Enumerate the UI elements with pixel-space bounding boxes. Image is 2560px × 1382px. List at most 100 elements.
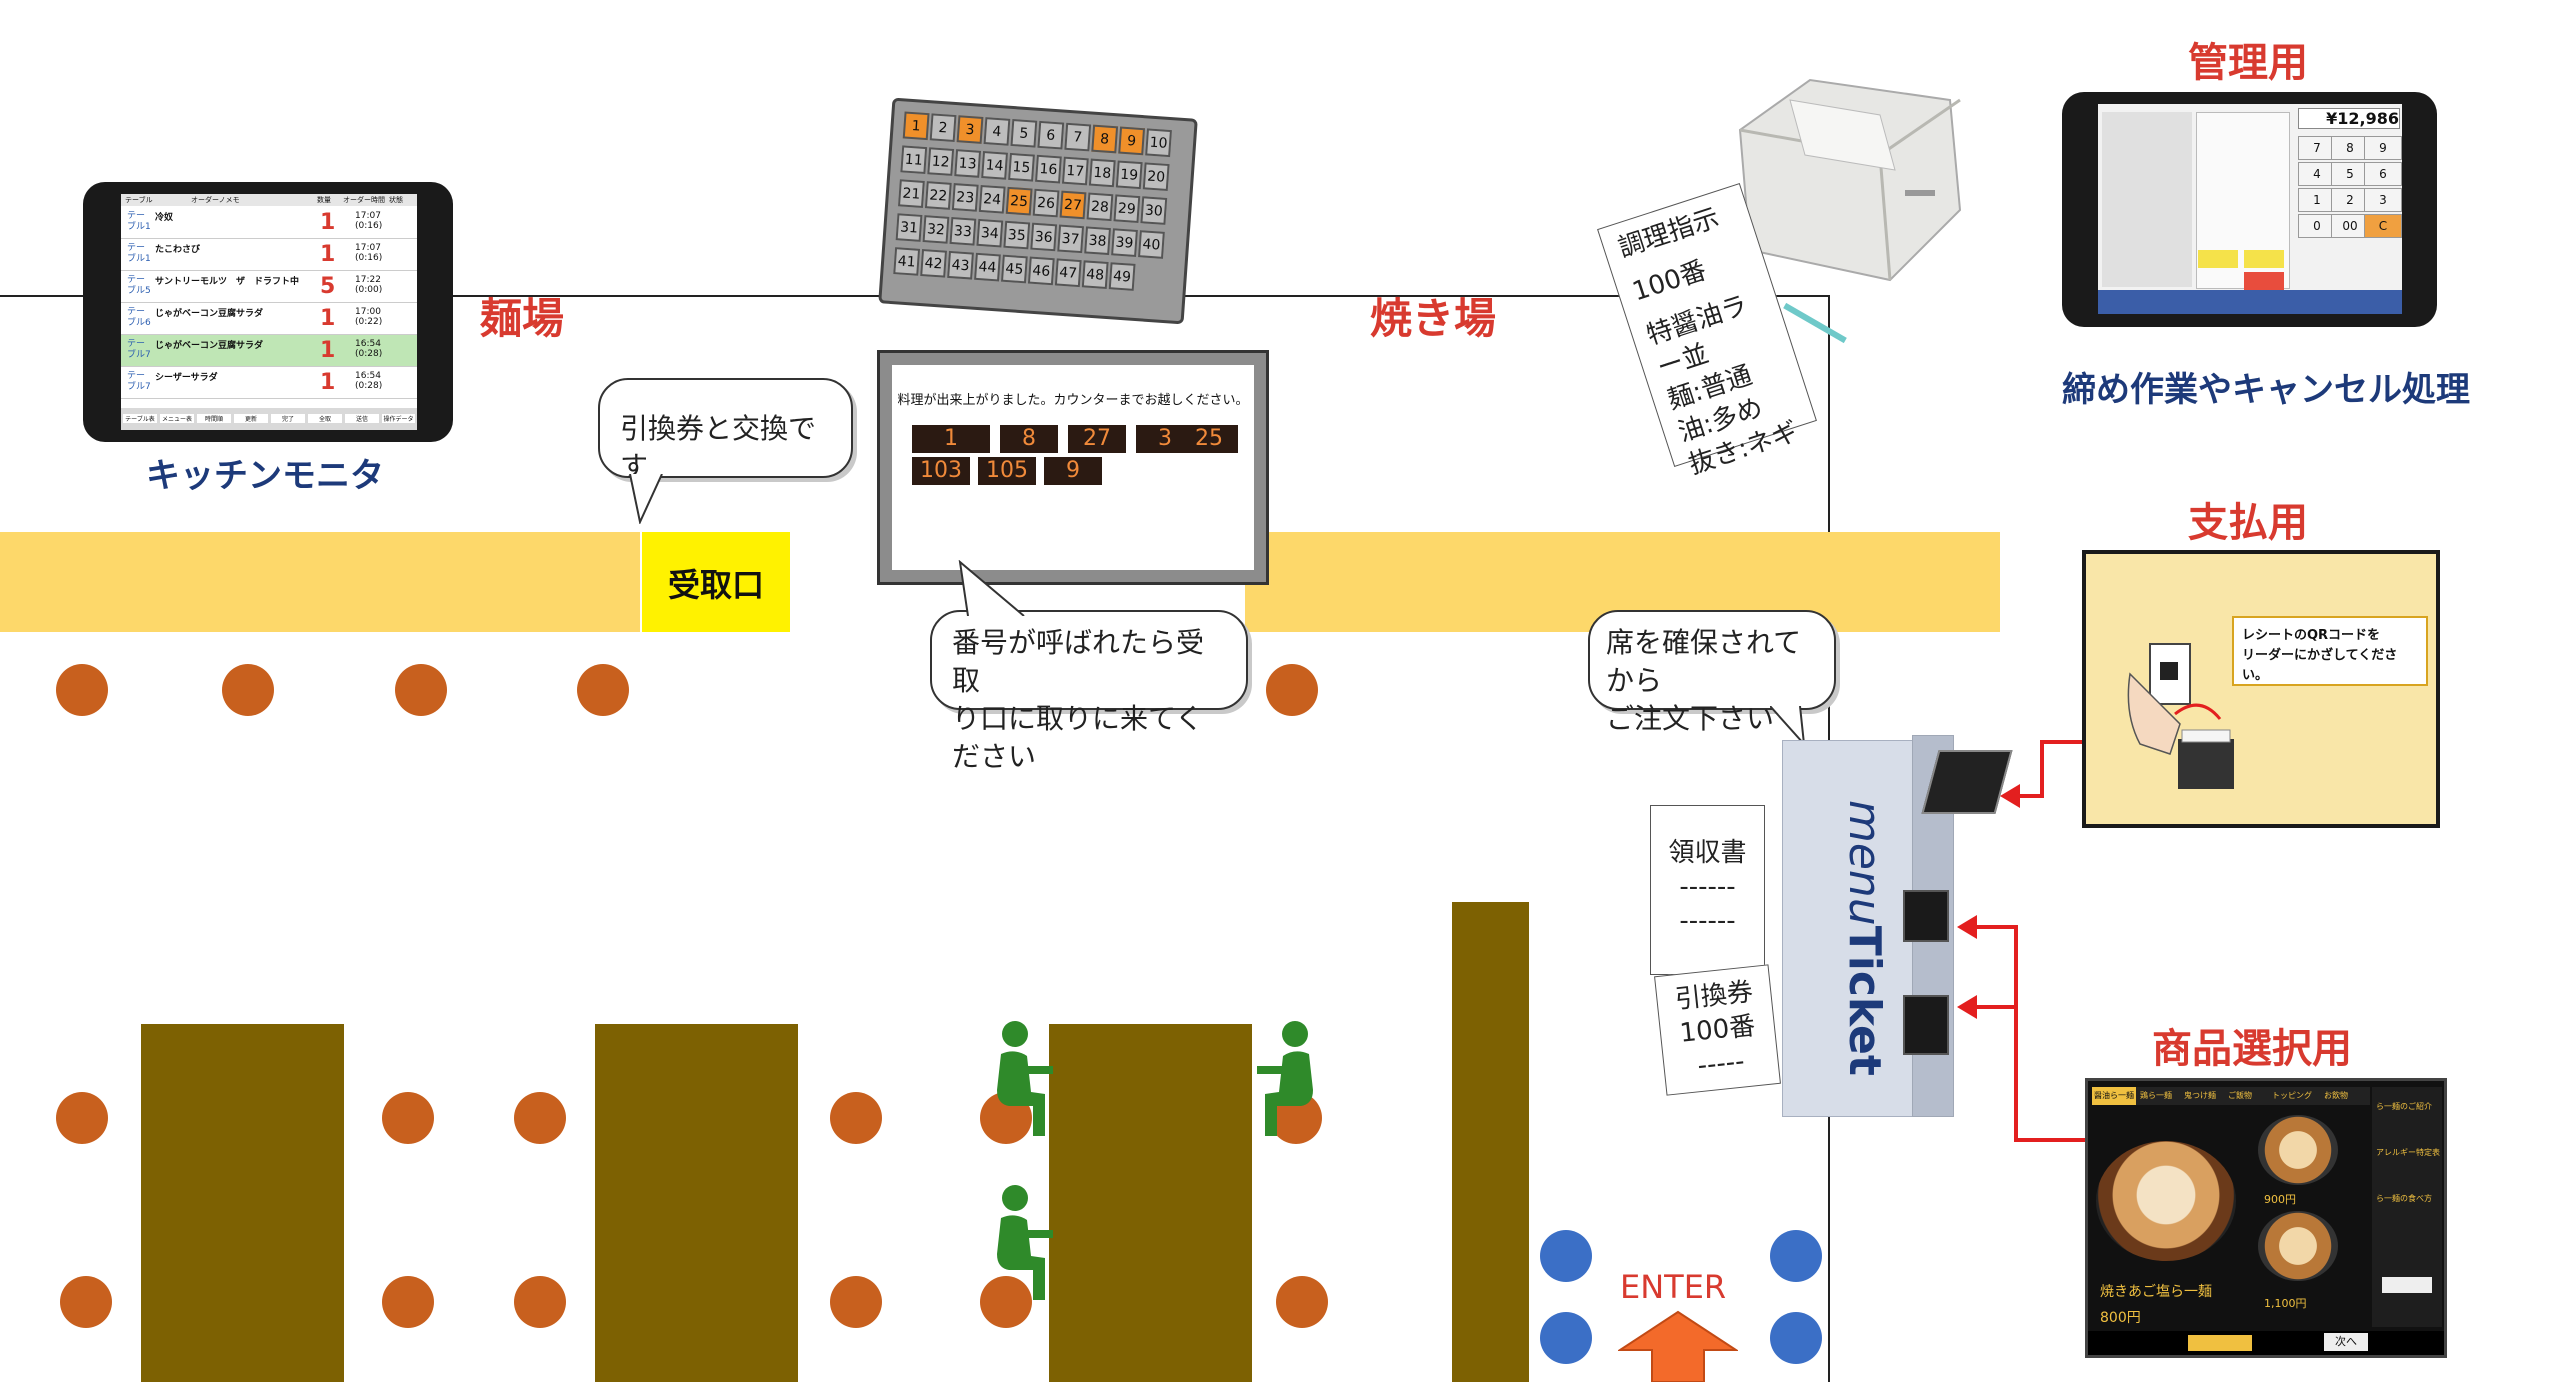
numpad-key[interactable]: 3 (2364, 188, 2402, 212)
stool (830, 1276, 882, 1328)
table-row[interactable]: テーブル7 シーザーサラダ 1 16:54(0:28) (121, 367, 417, 399)
pickup-window (642, 532, 790, 632)
seated-person-icon (997, 1185, 1053, 1300)
number-cell: 29 (1113, 194, 1141, 224)
pickup-window-label: 受取口 (667, 566, 764, 604)
table-row[interactable]: テーブル1 たこわさび 1 17:07(0:16) (121, 239, 417, 271)
selection-arrow-line (1975, 1005, 2018, 1009)
footer-button[interactable]: 全取 (308, 414, 342, 423)
tab-item[interactable]: 醤油ら一麺 (2092, 1087, 2136, 1105)
admin-tablet: ¥12,986 7 8 9 4 5 6 1 2 3 0 00 C (2062, 92, 2437, 327)
admin-total: ¥12,986 (2298, 108, 2400, 129)
admin-left-panel (2102, 112, 2192, 287)
noodle-area-label: 麺場 (480, 294, 565, 343)
number-cell: 16 (1035, 154, 1062, 184)
enter-label: ENTER (1620, 1268, 1727, 1306)
table-row[interactable]: テーブル5 サントリーモルツ ザ ドラフト中 5 17:22(0:00) (121, 271, 417, 303)
waiting-seat (1540, 1312, 1592, 1364)
selection-arrow-line (2014, 1138, 2086, 1142)
pickup-number: 1 (912, 425, 990, 453)
next-button[interactable]: 次へ (2324, 1333, 2368, 1351)
number-cell: 30 (1140, 196, 1168, 225)
stool (514, 1092, 566, 1144)
number-cell: 47 (1054, 258, 1082, 288)
number-cell: 46 (1027, 256, 1055, 286)
side-item[interactable]: ら一麺の食べ方 (2376, 1194, 2432, 1203)
table-row-selected[interactable]: テーブル7 じゃがベーコン豆腐サラダ 1 16:54(0:28) (121, 335, 417, 367)
stool (56, 664, 108, 716)
table-row[interactable]: テーブル1 冷奴 1 17:07(0:16) (121, 207, 417, 239)
number-cell: 17 (1061, 156, 1089, 186)
numpad-key[interactable]: 9 (2364, 136, 2402, 160)
enter-arrow-icon (1618, 1310, 1738, 1382)
stool (980, 1276, 1032, 1328)
admin-button[interactable] (2244, 250, 2284, 268)
tab-item[interactable]: トッピング (2272, 1091, 2312, 1100)
exchange-bubble-tail (629, 474, 663, 524)
side-item[interactable]: ら一麺のご紹介 (2376, 1102, 2432, 1111)
number-cell: 18 (1088, 158, 1116, 188)
number-cell: 35 (1003, 220, 1031, 250)
number-cell: 11 (900, 145, 928, 175)
side-item[interactable]: アレルギー特定表 (2376, 1148, 2440, 1157)
ramen-image[interactable] (2096, 1141, 2236, 1261)
number-cell: 49 (1108, 262, 1136, 291)
kiosk-screen-lower[interactable] (1903, 995, 1949, 1055)
footer-button[interactable]: 更新 (234, 414, 268, 423)
main-item-name: 焼きあご塩ら一麺 (2100, 1284, 2212, 1300)
numpad-key[interactable]: 00 (2331, 214, 2369, 238)
kiosk-brand: menuTicket (1839, 800, 1890, 1076)
number-cell: 41 (893, 247, 921, 276)
numpad-key[interactable]: 8 (2331, 136, 2369, 160)
kiosk-screen-upper[interactable] (1903, 890, 1949, 942)
side-button[interactable] (2382, 1277, 2432, 1293)
admin-button[interactable] (2244, 272, 2284, 290)
footer-button[interactable]: 操作データ (382, 414, 415, 423)
stool (222, 664, 274, 716)
numpad-key[interactable]: 5 (2331, 162, 2369, 186)
stool (1276, 1276, 1328, 1328)
number-cell: 28 (1086, 192, 1114, 222)
number-cell: 33 (949, 216, 977, 246)
footer-button[interactable]: メニュー表 (160, 414, 194, 423)
arrow-head-icon (1957, 915, 1977, 939)
numpad-key[interactable]: 0 (2298, 214, 2336, 238)
tab-item[interactable]: 鬼つけ麺 (2184, 1091, 2216, 1100)
called-bubble-tail (958, 560, 1025, 616)
number-cell: 19 (1115, 160, 1143, 190)
admin-button[interactable] (2198, 250, 2238, 268)
kiosk-reader[interactable] (1921, 750, 2013, 814)
selection-bottom-bar: 次へ (2088, 1331, 2444, 1355)
footer-button[interactable]: 完了 (271, 414, 305, 423)
number-cell: 23 (951, 183, 979, 212)
ramen-image-small[interactable] (2258, 1115, 2338, 1185)
pickup-number: 27 (1068, 425, 1126, 453)
number-cell: 12 (927, 147, 955, 176)
stool (60, 1276, 112, 1328)
footer-button[interactable]: 送信 (345, 414, 379, 423)
number-cell: 21 (897, 179, 925, 208)
seat-bubble: 席を確保されてから ご注文下さい (1588, 610, 1836, 735)
selection-arrow-line (1975, 925, 2018, 929)
number-cell: 15 (1008, 152, 1035, 182)
number-cell: 6 (1037, 120, 1065, 150)
admin-screen: ¥12,986 7 8 9 4 5 6 1 2 3 0 00 C (2098, 104, 2402, 314)
confirm-button[interactable] (2188, 1335, 2252, 1351)
number-cell: 45 (1000, 254, 1028, 284)
footer-button[interactable]: テーブル表 (123, 414, 157, 423)
receipt-slip: 領収書 ------ ------ (1650, 805, 1765, 975)
pickup-display: 料理が出来上がりました。カウンターまでお越しください。 1 8 27 3 25 … (877, 350, 1269, 585)
tab-item[interactable]: お飲物 (2324, 1091, 2348, 1100)
number-cell: 32 (922, 215, 950, 244)
dining-table (1049, 1024, 1252, 1382)
numpad-key[interactable]: 6 (2364, 162, 2402, 186)
sub-item-price: 900円 (2264, 1193, 2296, 1206)
numpad-key[interactable]: C (2364, 214, 2402, 238)
tab-item[interactable]: 鶏ら一麺 (2140, 1091, 2172, 1100)
tab-item[interactable]: ご飯物 (2228, 1091, 2252, 1100)
waiting-seat (1770, 1230, 1822, 1282)
ramen-image-small[interactable] (2258, 1211, 2338, 1281)
footer-button[interactable]: 時間順 (197, 414, 231, 423)
table-row[interactable]: テーブル6 じゃがベーコン豆腐サラダ 1 17:00(0:22) (121, 303, 417, 335)
pickup-number: 105 (978, 457, 1036, 485)
